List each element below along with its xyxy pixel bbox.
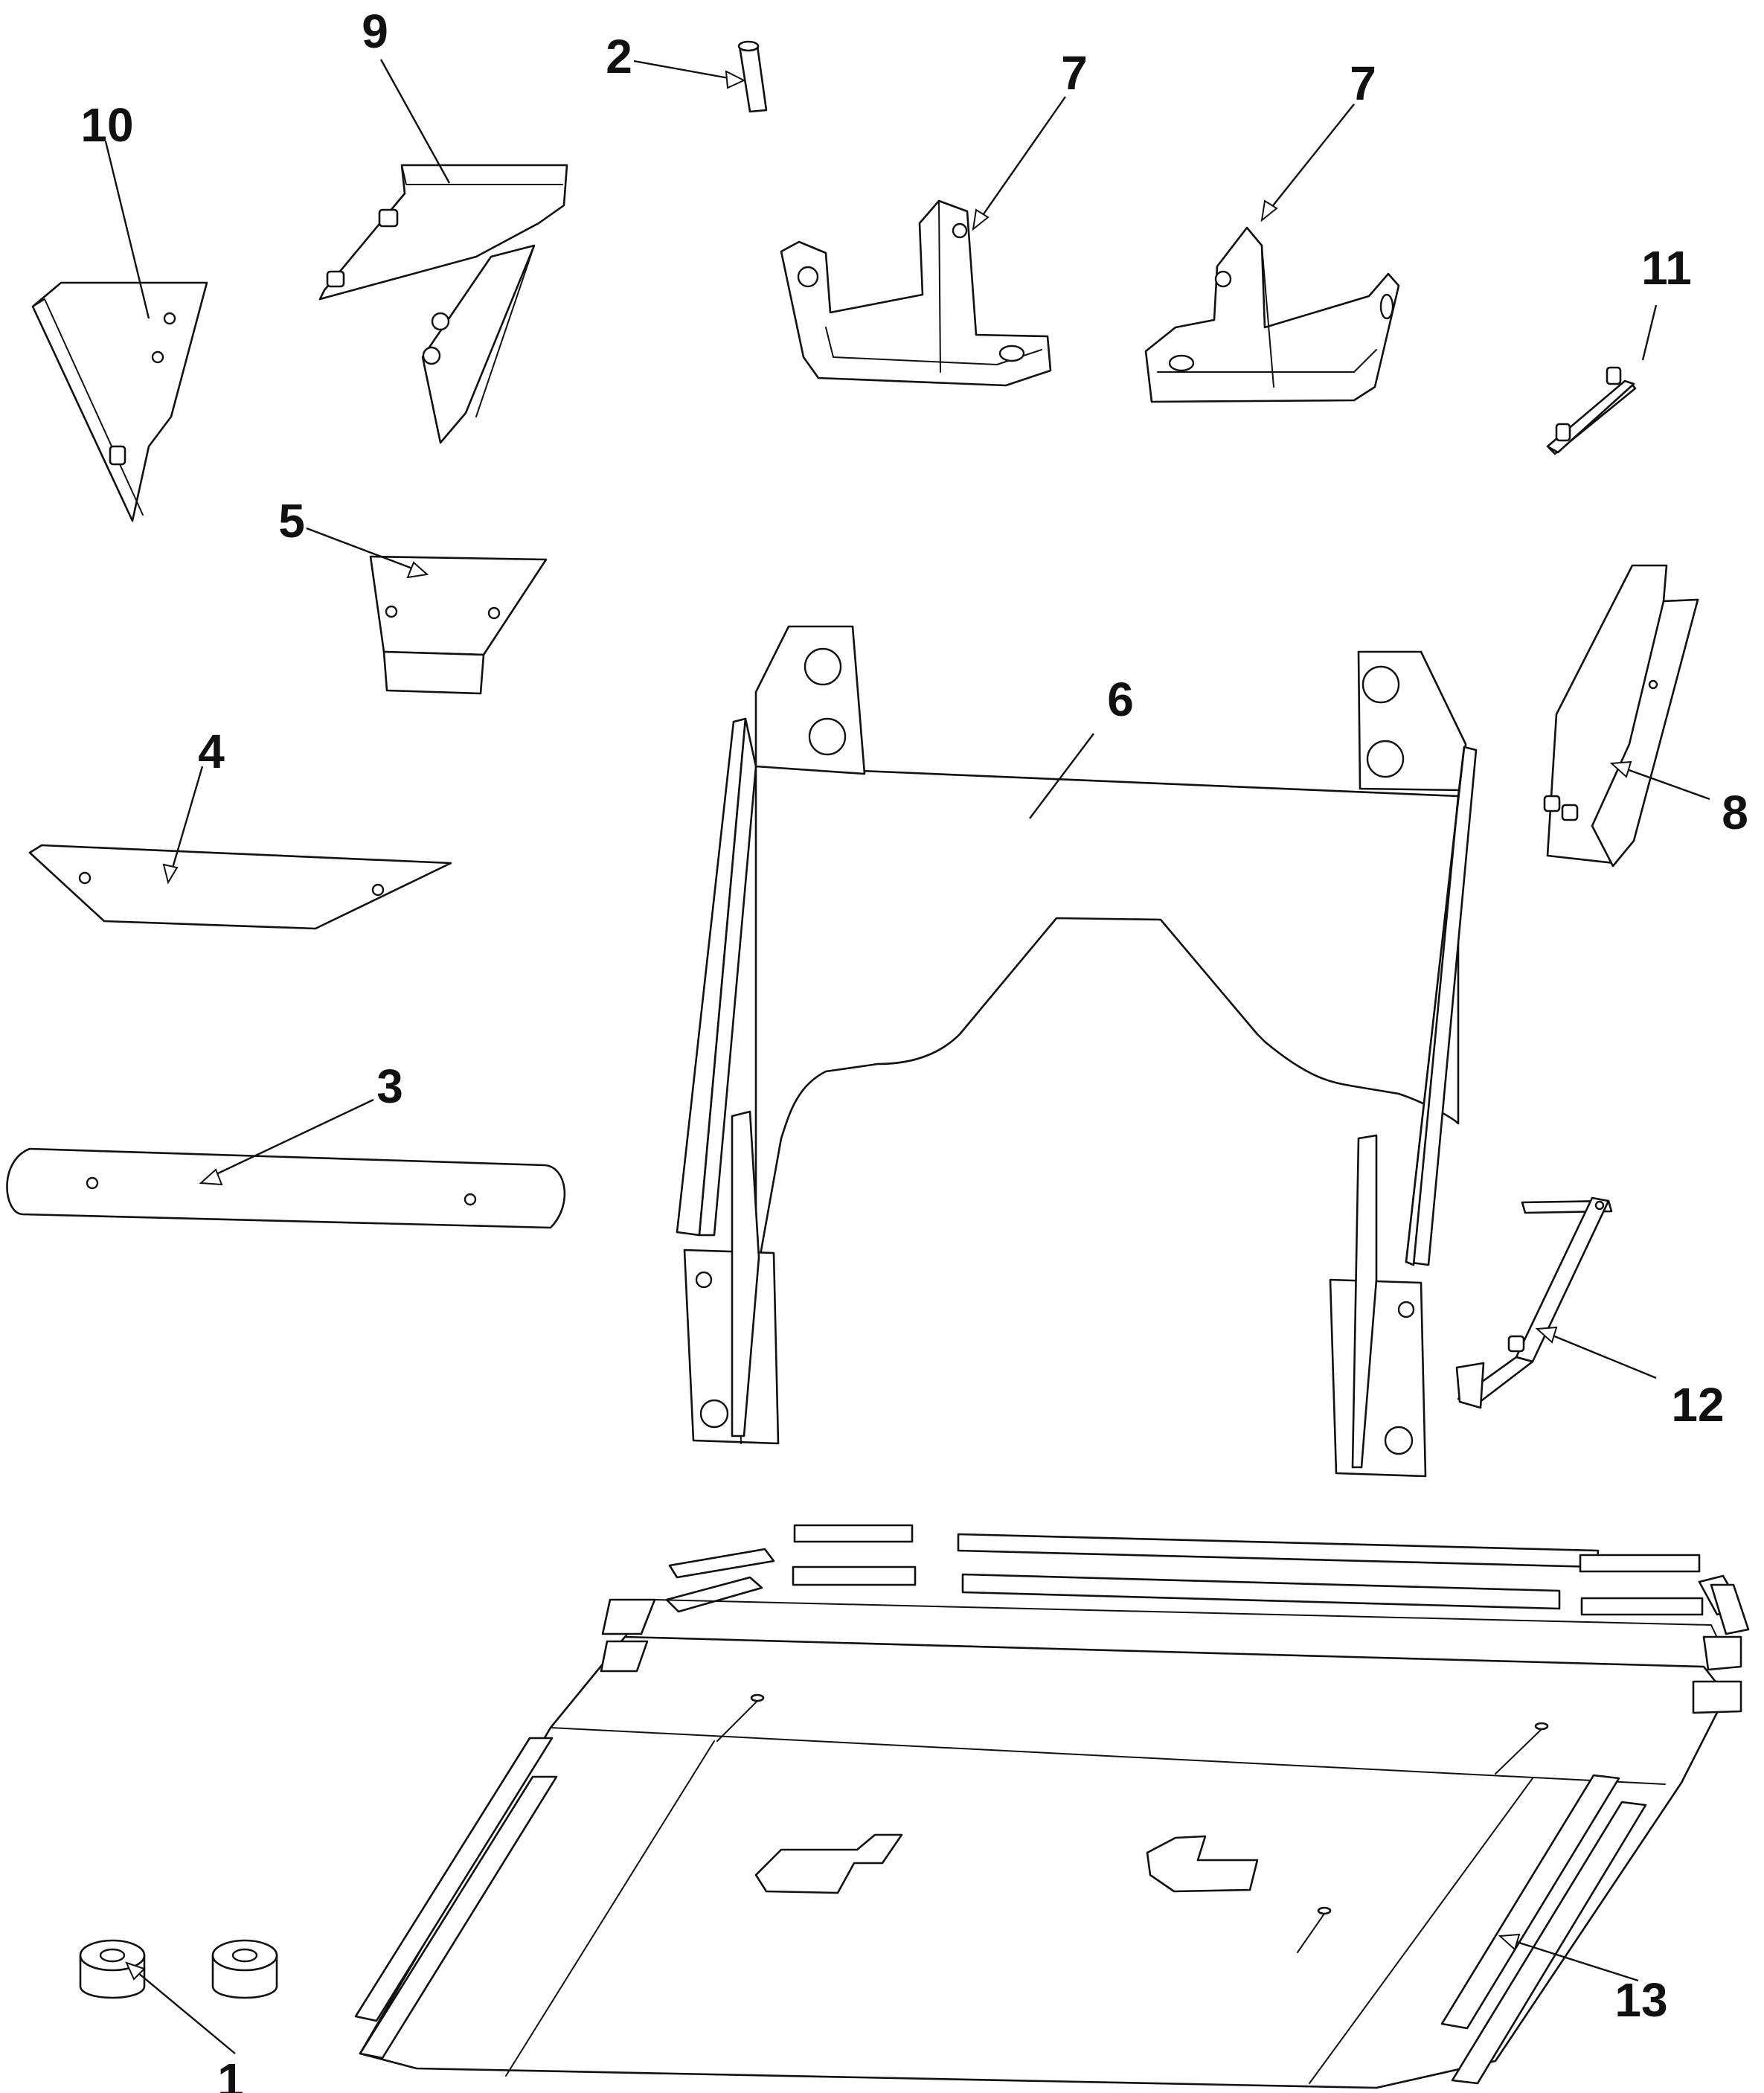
callout-2: 2 [606,30,632,83]
part-12-bent-strap [1455,1196,1613,1409]
callout-10: 10 [80,98,133,152]
callout-6: 6 [1107,673,1134,726]
callout-1: 1 [217,2054,244,2093]
callout-3: 3 [376,1060,403,1113]
part-6-main-frame [676,625,1478,1478]
part-11-stud-plate [1546,366,1637,455]
callout-4: 4 [198,725,225,778]
part-1-spacers [79,1939,278,1999]
callout-12: 12 [1671,1378,1724,1432]
leader-lines [104,59,1710,2054]
part-10-side-plate [31,281,208,522]
part-9-bracket [318,164,568,444]
part-3-bar [6,1147,566,1229]
callout-8: 8 [1722,786,1748,839]
callout-11: 11 [1641,241,1692,295]
callout-labels: 1 2 3 4 5 6 7 7 8 9 10 11 12 13 [80,4,1748,2093]
callout-5: 5 [278,494,305,548]
part-8-angle-bracket [1543,564,1699,868]
part-7-mount-left [780,199,1052,387]
part-5-gusset [369,555,548,695]
part-7-mount-right [1144,226,1400,403]
callout-9: 9 [362,4,388,58]
callout-7-right: 7 [1350,57,1376,110]
part-2-pin [737,40,768,113]
callout-13: 13 [1614,1973,1667,2027]
callout-7-left: 7 [1061,46,1088,100]
part-13-skid-plate [354,1524,1750,2089]
part-4-plate [28,844,452,930]
